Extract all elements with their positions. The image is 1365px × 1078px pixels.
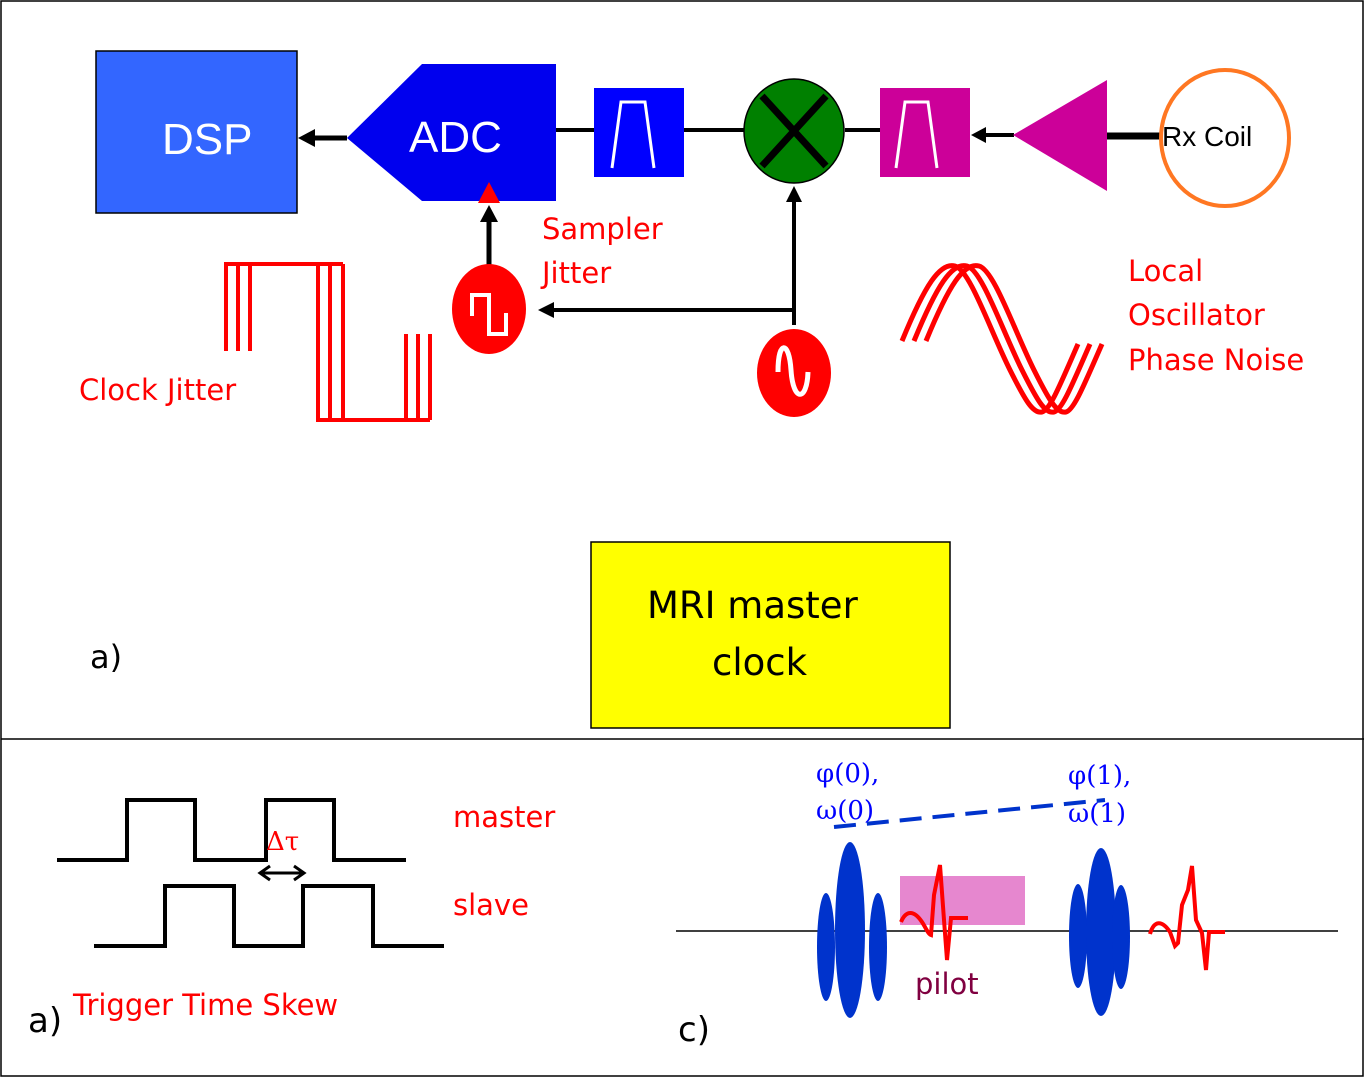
rx-coil-label: Rx Coil <box>1162 121 1253 152</box>
master-label: master <box>453 800 556 834</box>
bandpass-icon <box>894 100 939 169</box>
omega0-label: ω(0) <box>816 796 875 826</box>
arrowhead-dsp <box>298 129 315 147</box>
master-clock-label-line2: clock <box>712 641 808 684</box>
arrowhead-filter <box>971 127 986 143</box>
arrowhead-adc <box>480 205 498 222</box>
local-oscillator-circle <box>757 329 831 417</box>
bandpass-icon <box>610 100 656 169</box>
omega1-label: ω(1) <box>1068 799 1127 829</box>
dsp-label: DSP <box>162 115 253 164</box>
panel-b-tag: a) <box>28 1001 63 1041</box>
sample-trigger-marker <box>478 182 500 203</box>
adc-block <box>347 64 556 201</box>
rx-coil-ring <box>1159 68 1291 208</box>
slave-trigger-waveform <box>94 884 444 948</box>
lo-label-line3: Phase Noise <box>1128 343 1305 377</box>
square-wave-icon <box>470 293 508 336</box>
phase-noise-waveform <box>899 263 1105 415</box>
master-trigger-waveform <box>57 798 406 862</box>
lo-label-line1: Local <box>1128 254 1204 288</box>
mixer-x-icon <box>759 93 829 169</box>
arrowhead-mixer <box>786 186 802 202</box>
amplifier-triangle <box>1013 80 1107 191</box>
panel-a-tag: a) <box>90 638 123 676</box>
dsp-block <box>95 50 298 214</box>
sine-wave-icon <box>775 345 811 397</box>
rf-pulse-2 <box>1069 848 1130 1016</box>
arrowhead-sampler <box>538 302 554 318</box>
sampler-jitter-label-line2: Jitter <box>542 256 612 290</box>
panel-c-tag: c) <box>678 1010 710 1050</box>
sampler-jitter-label-line1: Sampler <box>542 212 663 246</box>
signal-trace-1 <box>899 864 968 961</box>
adc-label: ADC <box>409 113 502 162</box>
clock-jitter-label: Clock Jitter <box>79 373 237 407</box>
phase-trend-dashed-line <box>833 798 1106 829</box>
signal-trace-2 <box>1148 865 1225 971</box>
trigger-skew-title: Trigger Time Skew <box>73 988 339 1022</box>
skew-double-arrow <box>257 864 307 882</box>
phi1-label: φ(1), <box>1068 761 1132 791</box>
clock-jitter-waveform <box>224 262 432 422</box>
pilot-label: pilot <box>915 967 979 1001</box>
rf-pulse-1 <box>817 842 887 1018</box>
master-clock-block <box>590 541 951 729</box>
master-clock-label-line1: MRI master <box>647 584 858 627</box>
delta-tau-label: Δτ <box>266 827 300 857</box>
slave-label: slave <box>453 888 529 922</box>
phi0-label: φ(0), <box>816 759 880 789</box>
lo-label-line2: Oscillator <box>1128 298 1265 332</box>
